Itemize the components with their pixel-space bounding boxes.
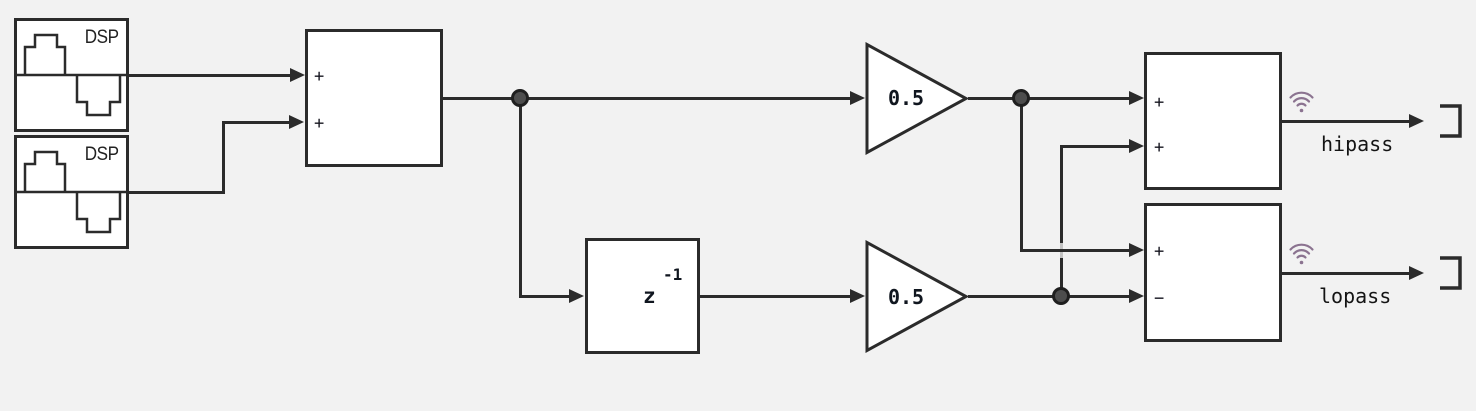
input-sum-block: + +: [305, 29, 443, 167]
junction-dot: [511, 89, 529, 107]
wire: [221, 120, 291, 124]
arrowhead-icon: [1129, 139, 1144, 153]
hipass-sum-block: + +: [1144, 52, 1282, 190]
junction-dot: [1012, 89, 1030, 107]
arrowhead-icon: [1129, 243, 1144, 257]
wire: [1282, 119, 1411, 123]
arrowhead-icon: [1409, 266, 1424, 280]
wire: [700, 294, 852, 298]
wire: [128, 73, 291, 77]
gain-value-label: 0.5: [887, 86, 925, 110]
step-waveform-icon: [17, 33, 126, 117]
arrowhead-icon: [289, 115, 304, 129]
wire: [221, 120, 225, 194]
wire: [1282, 271, 1411, 275]
gain-block-top: [865, 42, 970, 155]
arrowhead-icon: [850, 289, 865, 303]
output-port-icon: [1438, 104, 1464, 138]
gain-triangle-icon: [865, 42, 970, 155]
delay-block: z -1: [585, 238, 700, 354]
hipass-output-label: hipass: [1321, 132, 1394, 156]
wire: [1019, 248, 1132, 252]
arrowhead-icon: [569, 289, 584, 303]
arrowhead-icon: [290, 68, 305, 82]
delay-exponent-label: -1: [663, 265, 683, 284]
plus-sign: +: [1154, 137, 1165, 158]
plus-sign: +: [314, 113, 325, 134]
wifi-signal-icon: [1288, 91, 1315, 114]
wire: [1059, 144, 1132, 148]
dsp-block-label: DSP: [85, 144, 119, 165]
wire: [128, 190, 224, 194]
lopass-diff-block: + −: [1144, 203, 1282, 342]
minus-sign: −: [1154, 288, 1165, 309]
arrowhead-icon: [1409, 114, 1424, 128]
wire: [1059, 144, 1063, 243]
wifi-signal-icon: [1288, 243, 1315, 266]
wire: [518, 294, 572, 298]
dsp-block-label: DSP: [85, 27, 119, 48]
plus-sign: +: [1154, 241, 1165, 262]
wire: [968, 96, 1131, 100]
delay-base-label: z: [643, 284, 656, 308]
wire: [443, 96, 852, 100]
plus-sign: +: [314, 66, 325, 87]
output-port-icon: [1438, 256, 1464, 290]
lopass-output-label: lopass: [1319, 284, 1392, 308]
wire: [968, 294, 1131, 298]
wire: [1019, 98, 1023, 251]
arrowhead-icon: [1129, 91, 1144, 105]
plus-sign: +: [1154, 92, 1165, 113]
gain-triangle-icon: [865, 240, 970, 353]
gain-value-label: 0.5: [887, 285, 925, 309]
dsp-source-block-2: DSP: [14, 135, 129, 249]
gain-block-bottom: [865, 240, 970, 353]
arrowhead-icon: [1129, 289, 1144, 303]
dsp-source-block-1: DSP: [14, 18, 129, 132]
wire: [1059, 257, 1063, 297]
junction-dot: [1052, 287, 1070, 305]
arrowhead-icon: [850, 91, 865, 105]
wire: [518, 98, 522, 296]
step-waveform-icon: [17, 150, 126, 234]
